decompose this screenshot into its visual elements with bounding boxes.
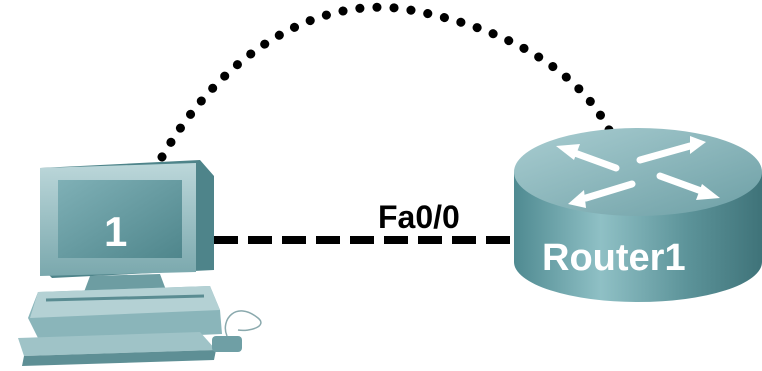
router: Router1 (514, 128, 762, 302)
pc-label: 1 (104, 208, 127, 255)
mouse (212, 336, 242, 352)
keyboard-front (22, 350, 216, 366)
router-arrows-icon (556, 136, 720, 208)
pc-base-top (30, 286, 220, 318)
console-cable (157, 2, 615, 162)
keyboard (18, 332, 216, 356)
interface-label: Fa0/0 (378, 199, 460, 235)
router-top (514, 128, 762, 216)
pc-base-slot (45, 294, 205, 302)
pc-workstation: 1 (18, 160, 262, 366)
monitor-stand (84, 274, 166, 292)
mouse-cable (224, 310, 262, 337)
monitor-screen (58, 180, 182, 258)
router-label: Router1 (542, 237, 686, 279)
